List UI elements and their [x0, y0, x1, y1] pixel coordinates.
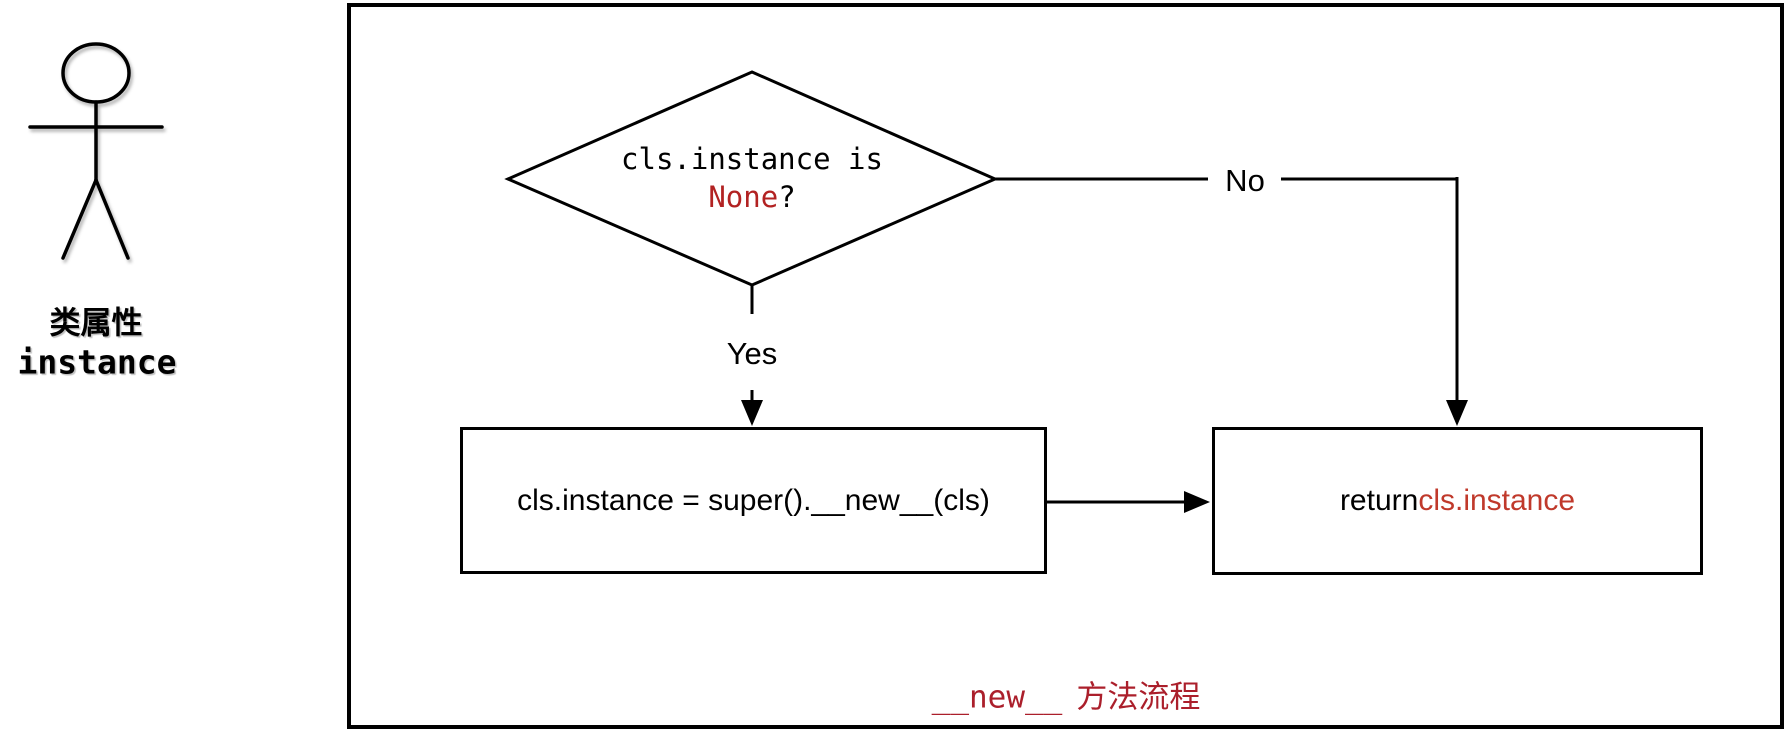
actor-label-code: instance: [17, 342, 177, 382]
assign-instance-text: cls.instance = super().__new__(cls): [517, 483, 990, 517]
return-instance-box: return cls.instance: [1212, 427, 1703, 575]
arrowhead-down-yes: [741, 400, 763, 426]
arrowhead-right: [1184, 491, 1210, 513]
no-branch-label: No: [1225, 163, 1265, 198]
return-value: cls.instance: [1418, 484, 1576, 517]
caption-cn-text: 方法流程: [1076, 679, 1201, 715]
yes-branch-label: Yes: [726, 336, 778, 371]
decision-line2: None?: [621, 178, 883, 216]
caption-code-text: __new__: [931, 679, 1063, 716]
no-connector: [995, 177, 1459, 403]
actor-label-cn: 类属性: [49, 305, 143, 341]
decision-label: cls.instance is None?: [621, 140, 883, 216]
flowchart-frame: [347, 3, 1784, 729]
stick-figure-icon: [28, 42, 164, 260]
decision-none-keyword: None: [708, 180, 779, 214]
decision-line1: cls.instance is: [621, 142, 883, 176]
return-keyword: return: [1339, 484, 1419, 517]
arrowhead-down-no: [1446, 400, 1468, 426]
diagram-caption: __new__ 方法流程: [932, 672, 1201, 717]
assign-instance-box: cls.instance = super().__new__(cls): [460, 427, 1047, 574]
decision-question-mark: ?: [778, 180, 796, 214]
